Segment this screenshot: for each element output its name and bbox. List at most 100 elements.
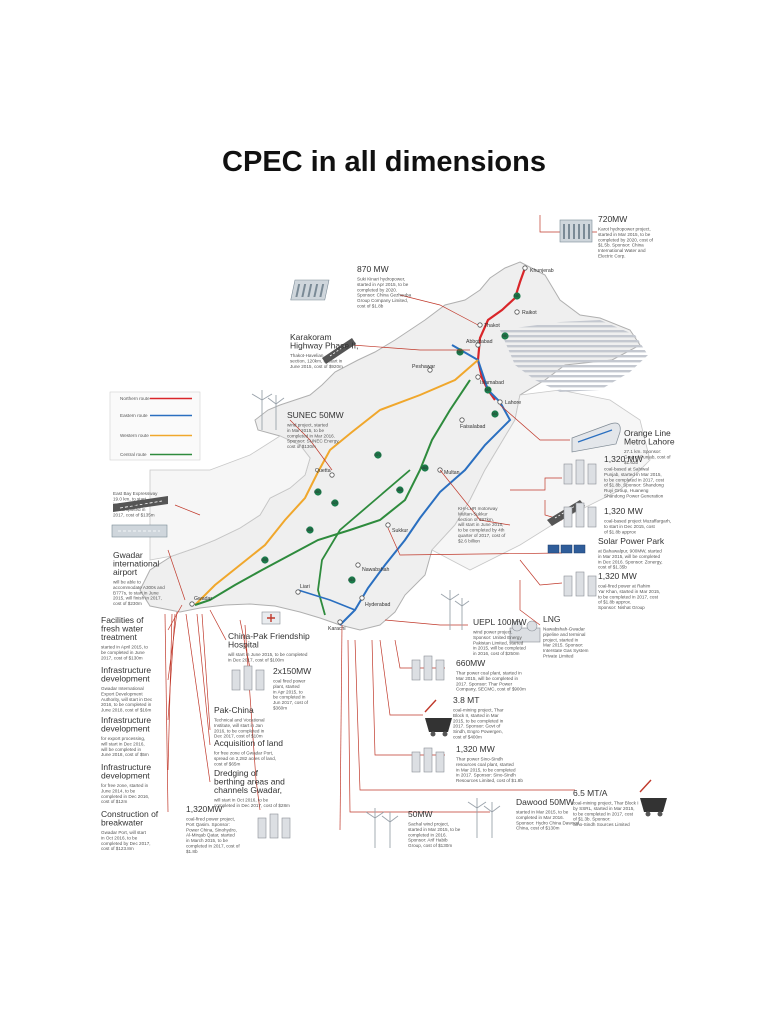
callout-text: International Water and xyxy=(598,248,646,253)
callout-heading: channels Gwadar, xyxy=(214,785,282,795)
callout-text: Al-Mirqab Qatar, started xyxy=(186,833,235,838)
city-marker-lahore xyxy=(497,399,503,405)
sea-area xyxy=(130,607,380,660)
callout-heading: development xyxy=(101,771,150,781)
city-marker-sukkur xyxy=(385,522,391,528)
callout-text: will start in June 2015, xyxy=(458,522,503,527)
callout-heading: Facilities of xyxy=(101,615,144,625)
power-plant-icon xyxy=(563,459,597,485)
city-marker-peshawar xyxy=(427,367,433,373)
callout-heading: 6.5 MT/A xyxy=(573,788,608,798)
wind-turbine-icon xyxy=(467,798,501,838)
callout-text: will be completed in xyxy=(101,747,142,752)
callout-text: in 2016, cost of $250m xyxy=(473,651,520,656)
callout-text: started in Mar 2015, to be xyxy=(598,232,651,237)
callout-text: Thar power Sino-Sindh xyxy=(456,757,503,762)
callout-heading: Infrastructure xyxy=(101,665,151,675)
callout-text: Sponsor: Arif Habib xyxy=(408,838,448,843)
callout-text: to be completed in 2017, cost xyxy=(573,811,634,816)
eastern-route-branch xyxy=(297,589,356,611)
callout-text: in March 2015, to be xyxy=(186,838,228,843)
callout-text: Govt of Punjab, cost of xyxy=(624,454,671,459)
callout-heading: 50MW xyxy=(408,809,433,819)
city-marker-liari xyxy=(295,589,301,595)
callout-text: resources coal plant, started xyxy=(456,762,514,767)
callout-text: accommodate A300s and xyxy=(113,585,165,590)
callout-text: B777s, to start in June xyxy=(113,590,159,595)
callout-text: at Bahawalpur, 900MW, started xyxy=(598,549,662,554)
wind-turbine-icon xyxy=(365,808,399,848)
callout-text: in Apr 2015, to xyxy=(273,689,303,694)
metro-train-icon xyxy=(571,422,621,453)
node-label: M2 xyxy=(485,388,490,392)
node-label: M4 xyxy=(492,412,497,416)
callout-text: Karot hydropower project, xyxy=(598,227,651,232)
callout-text: Mar 2015. Sponsor: xyxy=(543,643,583,648)
callout-text: Gwadar International xyxy=(101,686,144,691)
callout-text: cost of $230m xyxy=(113,601,142,606)
node-label: N5 xyxy=(514,294,519,298)
city-labels: Khunjerab Raikot Thakot Abbottabad Pesha… xyxy=(194,268,554,632)
route-node xyxy=(261,556,269,564)
legend-label-central: Central route xyxy=(120,452,147,457)
callout-text: for free zone of Gwadar Port, xyxy=(214,751,273,756)
callout-text: of $1.8b approx xyxy=(604,529,637,534)
dam-icon xyxy=(559,219,593,243)
callout-heading: breakwater xyxy=(101,818,143,828)
callout-text: June 2015, cost of $920m xyxy=(290,364,343,369)
wind-turbine-icon xyxy=(251,390,285,430)
city-label-quetta: Quetta xyxy=(315,468,331,474)
callout-text: $360m xyxy=(273,706,287,711)
legend-box xyxy=(109,391,201,461)
callout-text: wind power project. xyxy=(473,630,513,635)
node-label: N25 xyxy=(331,501,338,505)
city-marker-abbottabad xyxy=(475,342,481,348)
callout-text: Group Company Limited, xyxy=(357,298,408,303)
callout-text: Yar Khan, started in Mar 2015, xyxy=(598,589,660,594)
callout-heading: 1,320 MW xyxy=(456,744,495,754)
callout-heading: Infrastructure xyxy=(101,715,151,725)
callout-text: spread on 2,282 acres of land, xyxy=(214,756,276,761)
callout-text: 2017, cost of $135m xyxy=(113,513,155,518)
callout-text: completed in Mar 2016. xyxy=(516,815,564,820)
callout-text: to start in Dec 2015, cost xyxy=(604,524,656,529)
callout-text: in Dec 2017, cost of $100m xyxy=(228,657,284,662)
callout-heading: 1,320 MW xyxy=(604,454,643,464)
mining-cart-icon xyxy=(639,779,667,817)
node-label: N35 xyxy=(261,558,268,562)
legend-label-northern: Northern route xyxy=(120,396,150,401)
callout-heading: China-Pak Friendship xyxy=(228,631,310,641)
callout-heading: UEPL 100MW xyxy=(473,617,527,627)
callout-text: in Dec 2016. Sponsor: Zonergy, xyxy=(598,559,663,564)
callout-text: in 2015, will be completed xyxy=(473,646,526,651)
callout-heading: development xyxy=(101,674,150,684)
callout-heading: Dredging of xyxy=(214,768,259,778)
callout-text: in Mar 2015, to be completed xyxy=(456,767,516,772)
callout-heading: Acquisition of land xyxy=(214,738,283,748)
node-label: N10 xyxy=(348,578,355,582)
callout-text: 2015, to be completed in xyxy=(453,718,504,723)
callout-heading: LNG xyxy=(543,614,560,624)
callout-text: project, started in xyxy=(543,637,579,642)
callout-text: Shandong Power Generation xyxy=(604,494,664,499)
callout-text: of $1.8b. Sponsor: Shandong xyxy=(604,483,664,488)
city-marker-islamabad xyxy=(475,374,481,380)
callout-text: coal-based at Sahiwal xyxy=(604,467,649,472)
callout-text: to be completed in 2017, cost xyxy=(598,594,659,599)
central-route xyxy=(194,379,471,606)
callout-text: East Bay Expressway xyxy=(113,491,158,496)
city-label-peshawar: Peshawar xyxy=(412,364,435,370)
callout-text: Sponsor: Nishat Group xyxy=(598,605,645,610)
airport-icon xyxy=(111,524,168,538)
callout-text: $1.5b. Sponsor: China xyxy=(598,243,644,248)
